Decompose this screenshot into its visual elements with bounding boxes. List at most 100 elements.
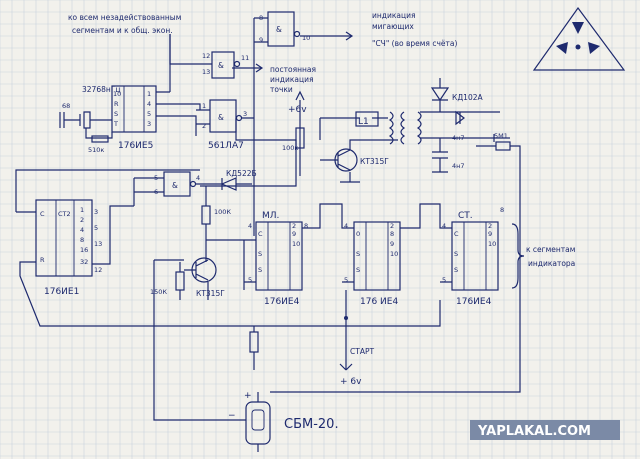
pin-label: 1	[147, 90, 151, 98]
pin-label: 3	[94, 208, 98, 216]
note-dot-line1: постоянная	[270, 65, 316, 74]
pin-label: 9	[292, 230, 296, 238]
pin-label: 12	[94, 266, 102, 274]
pin-label: S	[258, 250, 262, 258]
transistor-top-label: КТ315Г	[360, 157, 389, 166]
pin-label: 10	[488, 240, 496, 248]
wire	[420, 134, 510, 142]
wire	[156, 34, 201, 136]
pin-label: 12	[202, 52, 210, 60]
svg-text:YAPLAKAL.COM: YAPLAKAL.COM	[477, 424, 591, 439]
wire	[205, 186, 244, 262]
diode-kd522b-label: КД522Б	[226, 169, 257, 178]
pin-label: 4	[248, 222, 252, 230]
resistor-510k	[91, 135, 109, 143]
wire	[243, 203, 452, 290]
pin-label: 10	[292, 240, 300, 248]
pin-label: 16	[80, 246, 88, 254]
pin-label: 4	[80, 226, 84, 234]
transformer-coil-3	[416, 111, 422, 145]
transformer-coil-2	[400, 111, 406, 145]
pin-label: 1	[202, 102, 206, 110]
diode-kd102a	[430, 78, 450, 112]
r100k-label: 100К	[214, 208, 231, 216]
resistor-100k	[201, 205, 211, 225]
pin-label: 10	[113, 90, 121, 98]
wire	[319, 117, 388, 140]
la7-gate-low: & 1 2 3	[202, 99, 247, 133]
transistor-kt315-bottom	[184, 257, 217, 283]
note-unused-segments-line1: ко всем незадействованным	[68, 13, 181, 22]
arrow-dot	[232, 63, 264, 73]
note-dot-line3: точки	[270, 85, 293, 94]
pin-label: С	[40, 210, 45, 218]
wire	[340, 139, 398, 183]
chip-176ie4-c: С S S 4 5 9 10 2 8	[442, 206, 504, 291]
svg-text:&: &	[218, 113, 224, 122]
transformer-coil-1	[388, 111, 394, 145]
pin-label: 2	[202, 122, 206, 130]
pin-label: 9	[390, 240, 394, 248]
crystal-symbol	[59, 111, 112, 129]
wire	[85, 128, 113, 139]
pin-label: 3	[147, 120, 151, 128]
wire	[253, 17, 268, 236]
note-indication-line3: "СЧ" (во время счёта)	[372, 39, 457, 48]
pin-label: 3	[243, 110, 247, 118]
l1-label: L1	[358, 117, 369, 127]
wire	[295, 90, 305, 176]
resistor-5m1	[495, 141, 511, 151]
plus-sign: +	[244, 391, 252, 401]
arrow-indication	[300, 31, 354, 41]
pin-label: S	[454, 250, 458, 258]
pin-label: S	[356, 250, 360, 258]
pin-label: 0	[356, 230, 360, 238]
chip-176ie4-b-label: 176 ИЕ4	[360, 297, 398, 307]
wire	[420, 110, 500, 126]
segments-brace	[511, 223, 525, 289]
pin-label: 4	[147, 100, 151, 108]
pin-label: T	[113, 120, 118, 128]
chip-561la7-label: 561ЛА7	[208, 141, 244, 151]
chip-176ie5: 10 R S T 1 4 5 3	[111, 85, 157, 133]
minus-sign: −	[228, 411, 236, 421]
pin-label: 1	[80, 206, 84, 214]
crystal-label: 32768нГц	[82, 85, 120, 94]
pin-label: R	[40, 256, 45, 264]
pin-label: R	[114, 100, 119, 108]
pin-label: S	[114, 110, 118, 118]
pin-label: S	[454, 266, 458, 274]
note-unused-segments-line2: сегментам и к общ. экон.	[72, 26, 173, 35]
chip-176ie4-a-label: 176ИЕ4	[264, 297, 300, 307]
pin-label: 32	[80, 258, 88, 266]
pin-label: 5	[248, 276, 252, 284]
chip-176ie1: С СТ2 1 2 4 8 16 32 R 3 5 13 12	[35, 199, 102, 277]
pin-label: 9	[488, 230, 492, 238]
wire	[133, 177, 164, 206]
tube-sbm20-icon	[245, 392, 271, 452]
junction	[344, 316, 348, 320]
inductor-l1	[355, 111, 379, 127]
pin-label: 5	[94, 224, 98, 232]
note-dot-line2: индикация	[270, 75, 313, 84]
pin-label: 8	[500, 206, 504, 214]
r100k-v-label: 100к	[282, 144, 298, 152]
pin-label: 4	[196, 174, 200, 182]
pin-label: 2	[488, 222, 492, 230]
pin-label: 5	[344, 276, 348, 284]
pin-label: 8	[390, 230, 394, 238]
pin-label: 8	[304, 222, 308, 230]
transistor-kt315-top	[320, 148, 358, 172]
ml-label: МЛ.	[262, 211, 279, 221]
chip-176ie1-label: 176ИЕ1	[44, 287, 79, 297]
pin-label: 2	[80, 216, 84, 224]
pin-label: 10	[390, 250, 398, 258]
start-label: СТАРТ	[350, 347, 374, 356]
la7-gate-mid: & 12 13 11	[202, 51, 249, 79]
resistor-100k-v	[295, 127, 305, 149]
chip-176ie4-b: 0 S S 4 5 8 9 10 2	[344, 221, 401, 291]
wire-hv	[270, 145, 521, 393]
plus6v-top-label: +6v	[288, 105, 307, 115]
diode-kd522b	[196, 177, 252, 191]
pin-label: СТ2	[58, 210, 71, 218]
